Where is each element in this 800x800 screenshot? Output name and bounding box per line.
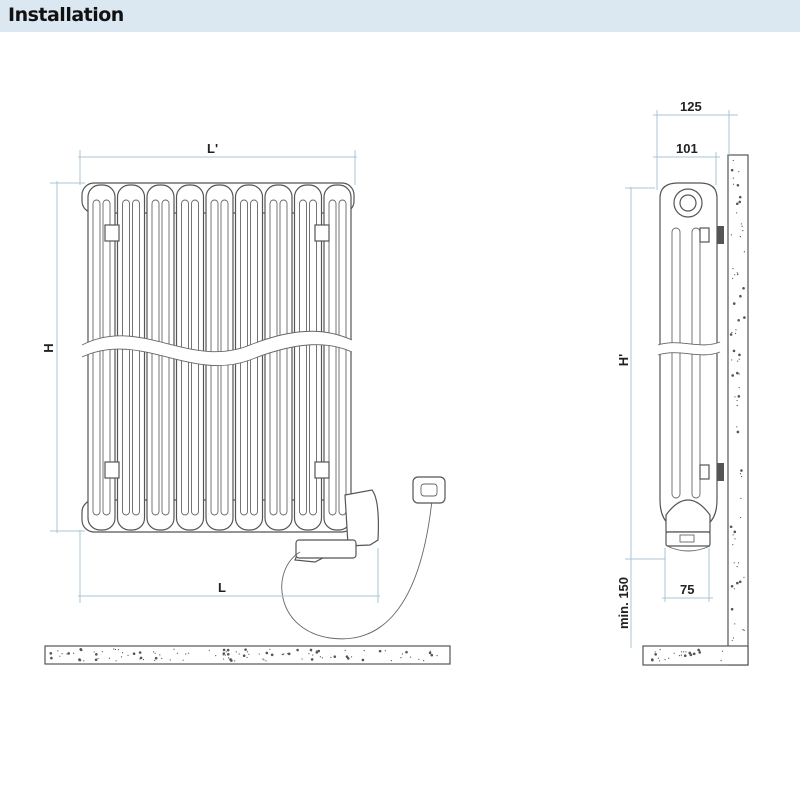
radiator-section xyxy=(87,184,116,531)
electric-heater-element xyxy=(294,489,379,563)
section-header: Installation xyxy=(0,0,800,32)
side-valve-top xyxy=(699,227,710,243)
dim-label-125: 125 xyxy=(680,99,702,114)
side-view: 125 101 H' 75 min. 150 xyxy=(616,99,749,666)
dim-label-min-150: min. 150 xyxy=(616,577,631,629)
floor-slab-side xyxy=(642,645,749,666)
radiator-section xyxy=(293,184,323,531)
valve-top-left xyxy=(104,224,120,242)
radiator-section xyxy=(264,184,293,531)
wall-socket xyxy=(412,476,446,504)
break-line-bottom xyxy=(81,344,353,366)
valve-bottom-right xyxy=(314,461,330,479)
dim-label-L-prime: L' xyxy=(207,141,218,156)
heater-side-body xyxy=(665,499,711,533)
wall-texture xyxy=(650,159,746,662)
section-title: Installation xyxy=(8,4,124,26)
socket-plug xyxy=(420,483,438,497)
break-line-top xyxy=(81,330,353,353)
dim-label-101: 101 xyxy=(676,141,698,156)
dim-label-H: H xyxy=(41,343,56,352)
heater-control-box xyxy=(295,539,357,559)
wall-bracket-bottom xyxy=(717,463,724,481)
valve-top-right xyxy=(314,224,330,242)
dim-label-L: L xyxy=(218,580,226,595)
wall xyxy=(727,154,749,666)
power-cable xyxy=(281,499,433,640)
floor-texture xyxy=(49,647,438,662)
heater-side-control xyxy=(665,531,711,547)
dim-label-H-prime: H' xyxy=(616,354,631,366)
radiator-section xyxy=(116,184,146,531)
radiator-section xyxy=(323,184,352,531)
wall-bracket-top xyxy=(717,226,724,244)
front-view: L' L H xyxy=(41,141,451,665)
dim-label-75: 75 xyxy=(680,582,694,597)
side-valve-bottom xyxy=(699,464,710,480)
floor-slab-front xyxy=(44,645,451,665)
pipe-connection-inner xyxy=(679,194,697,212)
valve-bottom-left xyxy=(104,461,120,479)
